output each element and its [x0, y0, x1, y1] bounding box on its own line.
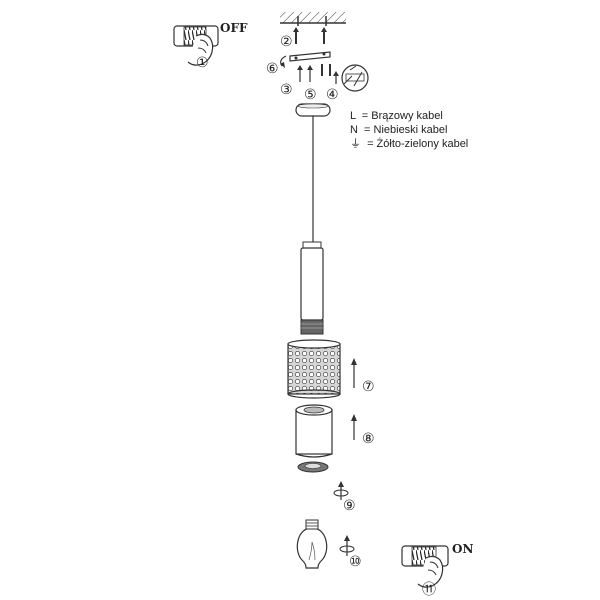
step-10-rotate-icon — [339, 535, 355, 556]
hand-icon-on — [417, 555, 444, 588]
step-1-number: ① — [196, 54, 209, 70]
wall-plug-icon — [293, 27, 327, 44]
screws-arrows-icon — [297, 64, 331, 82]
hand-icon — [187, 33, 214, 66]
mounting-bracket-icon — [289, 51, 331, 62]
step-9-number: ⑨ — [343, 497, 356, 513]
switch-on-illustration — [401, 545, 449, 588]
step-6-number: ⑥ — [266, 60, 279, 76]
ceiling-hatch — [280, 12, 346, 23]
wiring-legend: L = Brązowy kabel N = Niebieski kabel ⏚ … — [350, 110, 468, 150]
switch-off-illustration — [173, 25, 219, 66]
step-5-number: ⑤ — [304, 86, 317, 102]
step-9-rotate-icon — [333, 481, 349, 500]
legend-text-live: = Brązowy kabel — [362, 110, 443, 122]
step-11-number: ⑪ — [422, 581, 436, 597]
legend-row-neutral: N = Niebieski kabel — [350, 124, 447, 136]
switch-on-label: ON — [452, 542, 473, 556]
terminal-block-detail-icon — [341, 64, 369, 92]
inner-sleeve-icon — [295, 404, 333, 458]
step-7-number: ⑦ — [362, 378, 375, 394]
lamp-body-tube-icon — [300, 241, 324, 335]
step-2-number: ② — [280, 33, 293, 49]
locking-ring-icon — [297, 461, 329, 473]
legend-row-earth: ⏚ = Żółto-zielony kabel — [350, 137, 468, 150]
light-bulb-icon — [296, 519, 328, 569]
ceiling-illustration — [280, 12, 346, 26]
step-4-arrowhead — [333, 71, 339, 76]
legend-text-earth: = Żółto-zielony kabel — [367, 137, 468, 150]
step-10-number: ⑩ — [349, 553, 362, 569]
hand-finger-icon-on — [427, 561, 439, 576]
step-4-number: ④ — [326, 86, 339, 102]
step-7-arrowhead — [351, 358, 357, 365]
step-3-number: ③ — [280, 81, 293, 97]
perforated-shade-icon — [287, 339, 341, 399]
legend-text-neutral: = Niebieski kabel — [364, 124, 447, 136]
legend-symbol-neutral: N — [350, 124, 358, 136]
canopy-icon — [295, 103, 331, 117]
step-8-number: ⑧ — [362, 430, 375, 446]
legend-symbol-earth: ⏚ — [350, 137, 361, 150]
switch-off-label: OFF — [220, 21, 248, 35]
step-8-arrowhead — [351, 414, 357, 421]
legend-row-live: L = Brązowy kabel — [350, 110, 443, 122]
hand-finger-icon — [197, 39, 209, 54]
legend-symbol-live: L — [350, 110, 356, 122]
rotate-arrow-icon — [280, 55, 287, 68]
